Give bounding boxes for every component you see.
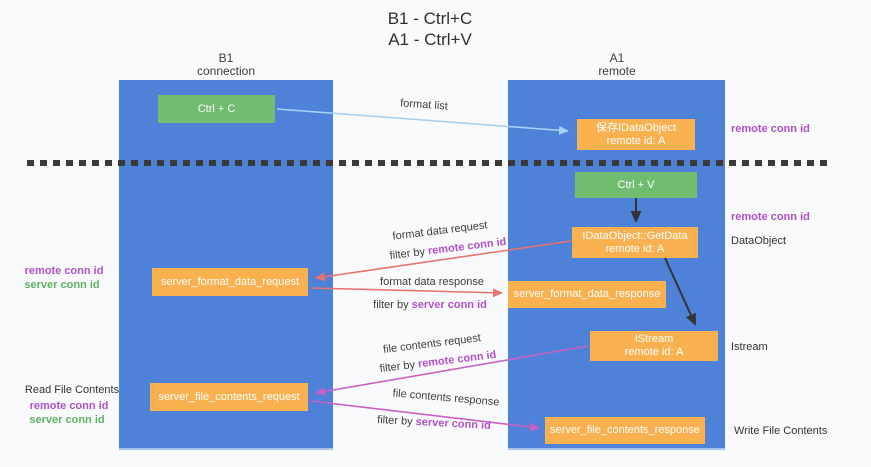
left-column-name: B1 (218, 51, 234, 65)
annotation-write-file-contents: Write File Contents (734, 425, 828, 437)
right-column-role: remote (598, 64, 636, 78)
server-file-contents-response-box: server_file_contents_response (545, 417, 705, 444)
getdata-box: IDataObject::GetData remote id: A (572, 227, 698, 258)
column-header-right: A1 remote (557, 52, 677, 78)
ctrl-c-label: Ctrl + C (197, 102, 236, 115)
label-format-data-response: format data response (380, 276, 484, 288)
title-line-1: B1 - Ctrl+C (387, 9, 473, 28)
filter-by-text: filter by (389, 245, 429, 263)
getdata-line1: IDataObject::GetData (582, 229, 688, 242)
left-column-role: connection (196, 64, 256, 78)
remote-conn-id-highlight: remote conn id (417, 348, 497, 371)
column-header-left: B1 connection (166, 52, 286, 78)
server-format-data-request-label: server_format_data_request (160, 275, 300, 288)
server-format-data-response-box: server_format_data_response (508, 281, 666, 308)
label-file-contents-response: file contents response (392, 387, 500, 409)
server-file-contents-request-label: server_file_contents_request (158, 390, 300, 403)
annotation-remote-conn-id-top: remote conn id (731, 123, 810, 135)
ctrl-c-box: Ctrl + C (158, 95, 275, 123)
filter-by-text: filter by (373, 299, 412, 311)
filter-by-text: filter by (379, 358, 419, 376)
save-dataobject-line1: 保存IDataObject (595, 121, 677, 134)
istream-line1: IStream (634, 333, 674, 345)
label-filter-format-response: filter by server conn id (373, 299, 487, 311)
server-conn-id-highlight: server conn id (411, 299, 487, 311)
label-filter-file-response: filter by server conn id (377, 414, 491, 432)
server-file-contents-response-label: server_file_contents_response (550, 424, 700, 436)
server-file-contents-request-box: server_file_contents_request (150, 383, 308, 411)
server-format-data-request-box: server_format_data_request (152, 268, 308, 296)
label-format-list: format list (399, 97, 449, 113)
istream-box: IStream remote id: A (590, 331, 718, 361)
istream-line2: remote id: A (624, 346, 684, 358)
save-dataobject-box: 保存IDataObject remote id: A (577, 119, 695, 150)
server-conn-id-highlight: server conn id (415, 416, 492, 432)
arrow-format-data-response (310, 287, 503, 298)
annotation-left-server-conn-id-bottom: server conn id (29, 414, 105, 426)
annotation-left-server-conn-id-top: server conn id (24, 279, 100, 291)
dashed-divider (27, 160, 833, 166)
save-dataobject-line2: remote id: A (606, 134, 666, 147)
title-line-2: A1 - Ctrl+V (388, 30, 472, 49)
annotation-read-file-contents: Read File Contents (24, 384, 120, 396)
server-format-data-response-label: server_format_data_response (513, 288, 661, 300)
filter-by-text: filter by (376, 414, 416, 429)
annotation-istream: Istream (731, 341, 768, 353)
right-column-name: A1 (609, 51, 625, 65)
annotation-dataobject: DataObject (731, 235, 787, 247)
page-title: B1 - Ctrl+C A1 - Ctrl+V (280, 8, 580, 50)
annotation-left-remote-conn-id-bottom: remote conn id (29, 400, 109, 412)
ctrl-v-box: Ctrl + V (575, 172, 697, 198)
getdata-line2: remote id: A (605, 242, 665, 255)
annotation-remote-conn-id-mid: remote conn id (731, 211, 810, 223)
annotation-left-remote-conn-id-top: remote conn id (24, 265, 104, 277)
ctrl-v-label: Ctrl + V (617, 178, 655, 191)
remote-conn-id-highlight: remote conn id (427, 235, 507, 258)
